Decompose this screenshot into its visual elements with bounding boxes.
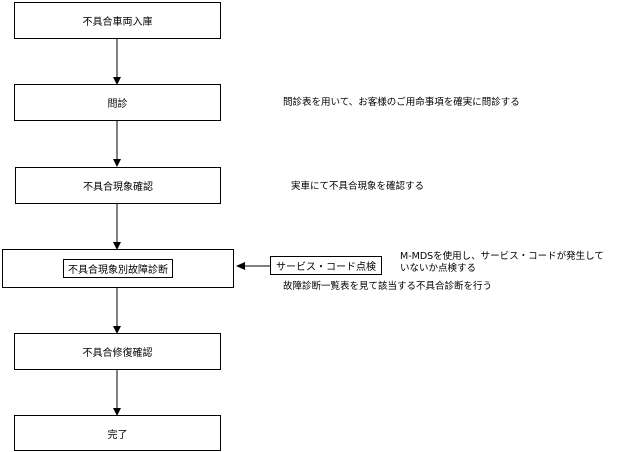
step-complete: 完了 [14,415,221,451]
note-confirm: 実車にて不具合現象を確認する [291,181,425,192]
step-confirm: 不具合現象確認 [15,167,221,204]
step-receive-label: 不具合車両入庫 [82,17,153,28]
note-diagnosis: 故障診断一覧表を見て該当する不具合診断を行う [283,281,493,292]
arrowhead-2 [113,159,121,167]
step-confirm-label: 不具合現象確認 [83,182,153,193]
note-service-code-line2: いないか点検する [400,263,477,274]
service-code-box: サービス・コード点検 [270,256,382,275]
note-interview: 問診表を用いて、お客様のご用命事項を確実に問診する [283,97,520,108]
step-diagnosis: 不具合現象別故障診断 [2,249,234,288]
arrowhead-1 [113,77,121,85]
step-complete-label: 完了 [107,429,128,441]
arrowhead-side [236,262,245,270]
step-repair-confirm: 不具合修復確認 [14,333,221,370]
step-diagnosis-label: 不具合現象別故障診断 [63,259,173,278]
note-service-code-line1: M-MDSを使用し、サービス・コードが発生して [400,251,604,262]
step-repair-confirm-label: 不具合修復確認 [82,348,153,359]
step-interview-label: 問診 [107,99,128,110]
service-code-label: サービス・コード点検 [276,262,376,273]
step-receive: 不具合車両入庫 [14,2,221,39]
step-interview: 問診 [14,84,221,121]
arrowhead-3 [113,242,121,250]
arrowhead-5 [113,408,121,416]
arrowhead-4 [113,326,121,334]
